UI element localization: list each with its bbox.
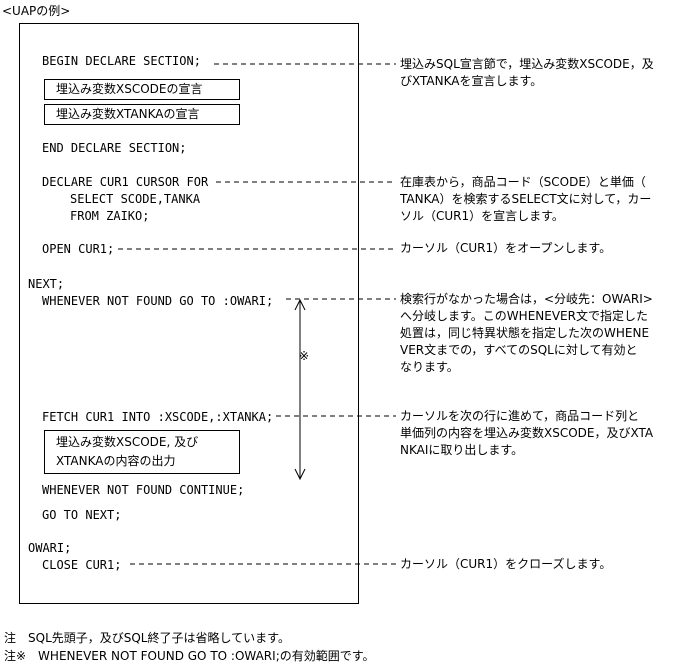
code-owari-label: OWARI; [28,541,72,555]
desc-declare-section: 埋込みSQL宣言節で，埋込み変数XSCODE，及 びXTANKAを宣言します。 [400,56,682,90]
box-declare-xtanka: 埋込み変数XTANKAの宣言 [44,104,240,125]
desc-whenever-line5: なります。 [400,360,459,374]
code-end-declare: END DECLARE SECTION; [42,141,187,155]
desc-cursor-line2: TANKA）を検索するSELECT文に対して，カー [400,192,652,206]
desc-fetch-line3: NKAIに取り出します。 [400,443,524,457]
code-whenever-continue: WHENEVER NOT FOUND CONTINUE; [42,483,245,497]
footnote-2: 注※ WHENEVER NOT FOUND GO TO :OWARI;の有効範囲… [4,649,375,663]
code-select: SELECT SCODE,TANKA [70,192,201,206]
desc-whenever-line3: 処置は，同じ特異状態を指定した次のWHENE [400,326,650,340]
code-whenever-not-found: WHENEVER NOT FOUND GO TO :OWARI; [42,294,274,308]
box-output-line2: XTANKAの内容の出力 [56,454,176,468]
desc-declare-line1: 埋込みSQL宣言節で，埋込み変数XSCODE，及 [400,57,654,71]
code-open: OPEN CUR1; [42,242,115,256]
box-declare-xscode-label: 埋込み変数XSCODEの宣言 [56,82,203,96]
box-output-line1: 埋込み変数XSCODE, 及び [56,435,199,449]
desc-declare-line2: びXTANKAを宣言します。 [400,74,543,88]
scope-mark: ※ [299,349,310,363]
figure-caption: <UAPの例> [2,4,71,18]
code-begin-declare: BEGIN DECLARE SECTION; [42,54,201,68]
desc-whenever-line1: 検索行がなかった場合は，<分岐先：OWARI> [400,292,653,306]
desc-open: カーソル（CUR1）をオープンします。 [400,240,682,257]
desc-whenever-line4: VER文までの，すべてのSQLに対して有効と [400,343,638,357]
desc-close-line1: カーソル（CUR1）をクローズします。 [400,557,612,571]
code-next-label: NEXT; [28,277,65,291]
box-output: 埋込み変数XSCODE, 及び XTANKAの内容の出力 [44,430,240,474]
desc-whenever-line2: へ分岐します。このWHENEVER文で指定した [400,309,648,323]
desc-open-line1: カーソル（CUR1）をオープンします。 [400,241,612,255]
desc-cursor-line1: 在庫表から，商品コード（SCODE）と単価（ [400,175,646,189]
desc-fetch: カーソルを次の行に進めて，商品コード列と 単価列の内容を埋込み変数XSCODE，… [400,408,682,459]
box-declare-xscode: 埋込み変数XSCODEの宣言 [44,79,240,100]
desc-cursor-line3: ソル（CUR1）を宣言します。 [400,209,564,223]
footnote-1: 注 SQL先頭子，及びSQL終了子は省略しています。 [4,631,290,645]
code-from: FROM ZAIKO; [70,209,150,223]
desc-fetch-line2: 単価列の内容を埋込み変数XSCODE，及びXTA [400,426,654,440]
scope-arrow [294,298,306,481]
box-declare-xtanka-label: 埋込み変数XTANKAの宣言 [56,107,200,121]
desc-fetch-line1: カーソルを次の行に進めて，商品コード列と [400,409,640,423]
code-declare-cursor: DECLARE CUR1 CURSOR FOR [42,175,209,189]
desc-cursor: 在庫表から，商品コード（SCODE）と単価（ TANKA）を検索するSELECT… [400,174,682,225]
code-close: CLOSE CUR1; [42,558,122,572]
desc-whenever: 検索行がなかった場合は，<分岐先：OWARI> へ分岐します。このWHENEVE… [400,291,682,376]
uap-code-frame [19,23,359,604]
code-goto-next: GO TO NEXT; [42,508,122,522]
desc-close: カーソル（CUR1）をクローズします。 [400,556,682,573]
code-fetch: FETCH CUR1 INTO :XSCODE,:XTANKA; [42,410,274,424]
